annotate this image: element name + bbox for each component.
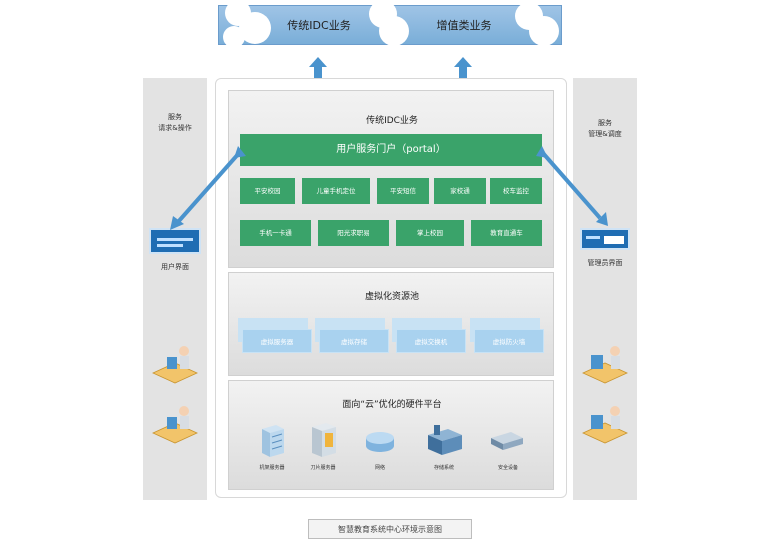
user-workstation-icon [151,403,199,447]
left-arrow-head-top [234,146,246,158]
user-interface-screen-icon [149,228,201,254]
virtual-firewall: 虚拟防火墙 [474,329,544,353]
user-portal-bar: 用户服务门户（portal） [240,134,542,166]
cloud-icon [379,16,409,46]
service-mobile-campus: 掌上校园 [396,220,464,246]
rack-server-icon [258,423,286,459]
banner-value-added: 增值类业务 [436,19,492,32]
virtual-switch: 虚拟交换机 [396,329,466,353]
right-panel-title: 服务 管理&调度 [588,119,622,138]
network-label: 网络 [374,465,385,471]
left-side-panel: 服务 请求&操作 用户界面 [143,78,207,500]
right-connector-line [540,150,602,220]
right-side-panel: 服务 管理&调度 管理员界面 [573,78,637,500]
service-education-express: 教育直通车 [471,220,542,246]
security-device-label: 安全设备 [497,465,518,471]
left-connector-line [176,150,242,224]
admin-workstation-icon [581,403,629,447]
cloud-icon [223,26,245,48]
hardware-layer-title: 面向“云”优化的硬件平台 [342,400,442,410]
service-home-school: 家校通 [434,178,486,204]
blade-server-icon [308,421,338,459]
user-interface-label: 用户界面 [161,263,189,271]
rack-server-label: 机架服务器 [259,465,285,471]
figure-caption: 智慧教育系统中心环境示意图 [308,519,472,539]
virtual-storage: 虚拟存储 [319,329,389,353]
virtual-server: 虚拟服务器 [242,329,312,353]
business-layer-title: 传统IDC业务 [366,116,418,126]
right-arrow-head-top [536,146,548,158]
storage-label: 存储系统 [433,465,454,471]
service-safe-sms: 平安短信 [377,178,429,204]
up-arrow-icon [454,57,472,85]
virtualization-layer-title: 虚拟化资源池 [364,292,419,302]
service-safe-campus: 平安校园 [240,178,295,204]
storage-icon [424,423,464,457]
admin-interface-screen-icon [580,228,630,250]
right-arrow-head [596,212,608,226]
cloud-icon [529,16,559,46]
user-workstation-icon [151,343,199,387]
admin-interface-label: 管理员界面 [587,259,623,267]
left-panel-title: 服务 请求&操作 [158,113,192,132]
blade-server-label: 刀片服务器 [310,465,336,471]
admin-workstation-icon [581,343,629,387]
service-job-search: 阳光求职易 [318,220,389,246]
top-business-banner: 传统IDC业务 增值类业务 [218,0,562,48]
left-arrow-head [170,216,184,230]
banner-traditional-idc: 传统IDC业务 [287,19,351,32]
service-bus-monitor: 校车监控 [490,178,542,204]
up-arrow-icon [309,57,327,85]
security-device-icon [489,430,525,452]
network-icon [365,431,395,453]
service-mobile-card: 手机一卡通 [240,220,311,246]
service-child-phone-location: 儿童手机定位 [302,178,370,204]
